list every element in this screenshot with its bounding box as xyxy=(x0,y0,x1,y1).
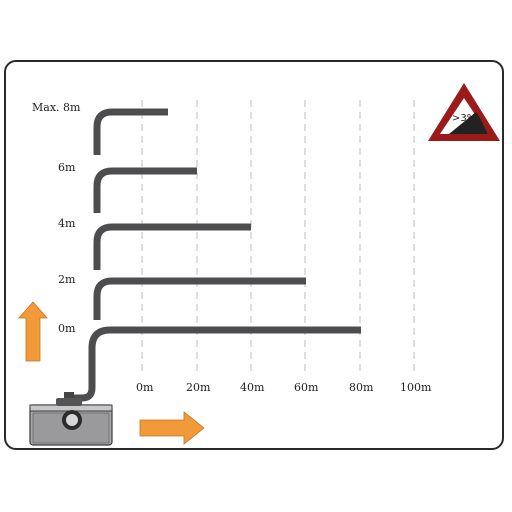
distance-labels: 0m 20m 40m 60m 80m 100m xyxy=(136,381,432,394)
distance-label-0m: 0m xyxy=(136,381,154,394)
up-arrow-icon xyxy=(18,301,48,362)
pipe-runs xyxy=(70,108,361,402)
height-label-6m: 6m xyxy=(58,161,76,174)
height-label-4m: 4m xyxy=(58,217,76,230)
distance-label-60m: 60m xyxy=(294,381,319,394)
distance-label-20m: 20m xyxy=(186,381,211,394)
pump-icon xyxy=(29,392,113,446)
distance-label-40m: 40m xyxy=(240,381,265,394)
right-arrow-icon xyxy=(139,411,205,445)
height-label-max-8m: Max. 8m xyxy=(32,101,81,114)
height-labels: Max. 8m 6m 4m 2m 0m xyxy=(32,101,81,335)
slope-warning-label: >3% xyxy=(452,113,476,124)
distance-label-100m: 100m xyxy=(400,381,432,394)
pipe-run-6m xyxy=(93,167,197,213)
distance-grid xyxy=(141,100,415,372)
pipe-run-8m xyxy=(93,108,168,155)
height-label-0m: 0m xyxy=(58,322,76,335)
height-label-2m: 2m xyxy=(58,273,76,286)
diagram-frame xyxy=(4,60,504,450)
pipe-run-0m xyxy=(70,326,361,402)
pipe-run-4m xyxy=(93,223,251,270)
pipe-run-2m xyxy=(93,277,306,320)
slope-warning-icon: >3% xyxy=(428,83,500,141)
distance-label-80m: 80m xyxy=(349,381,374,394)
